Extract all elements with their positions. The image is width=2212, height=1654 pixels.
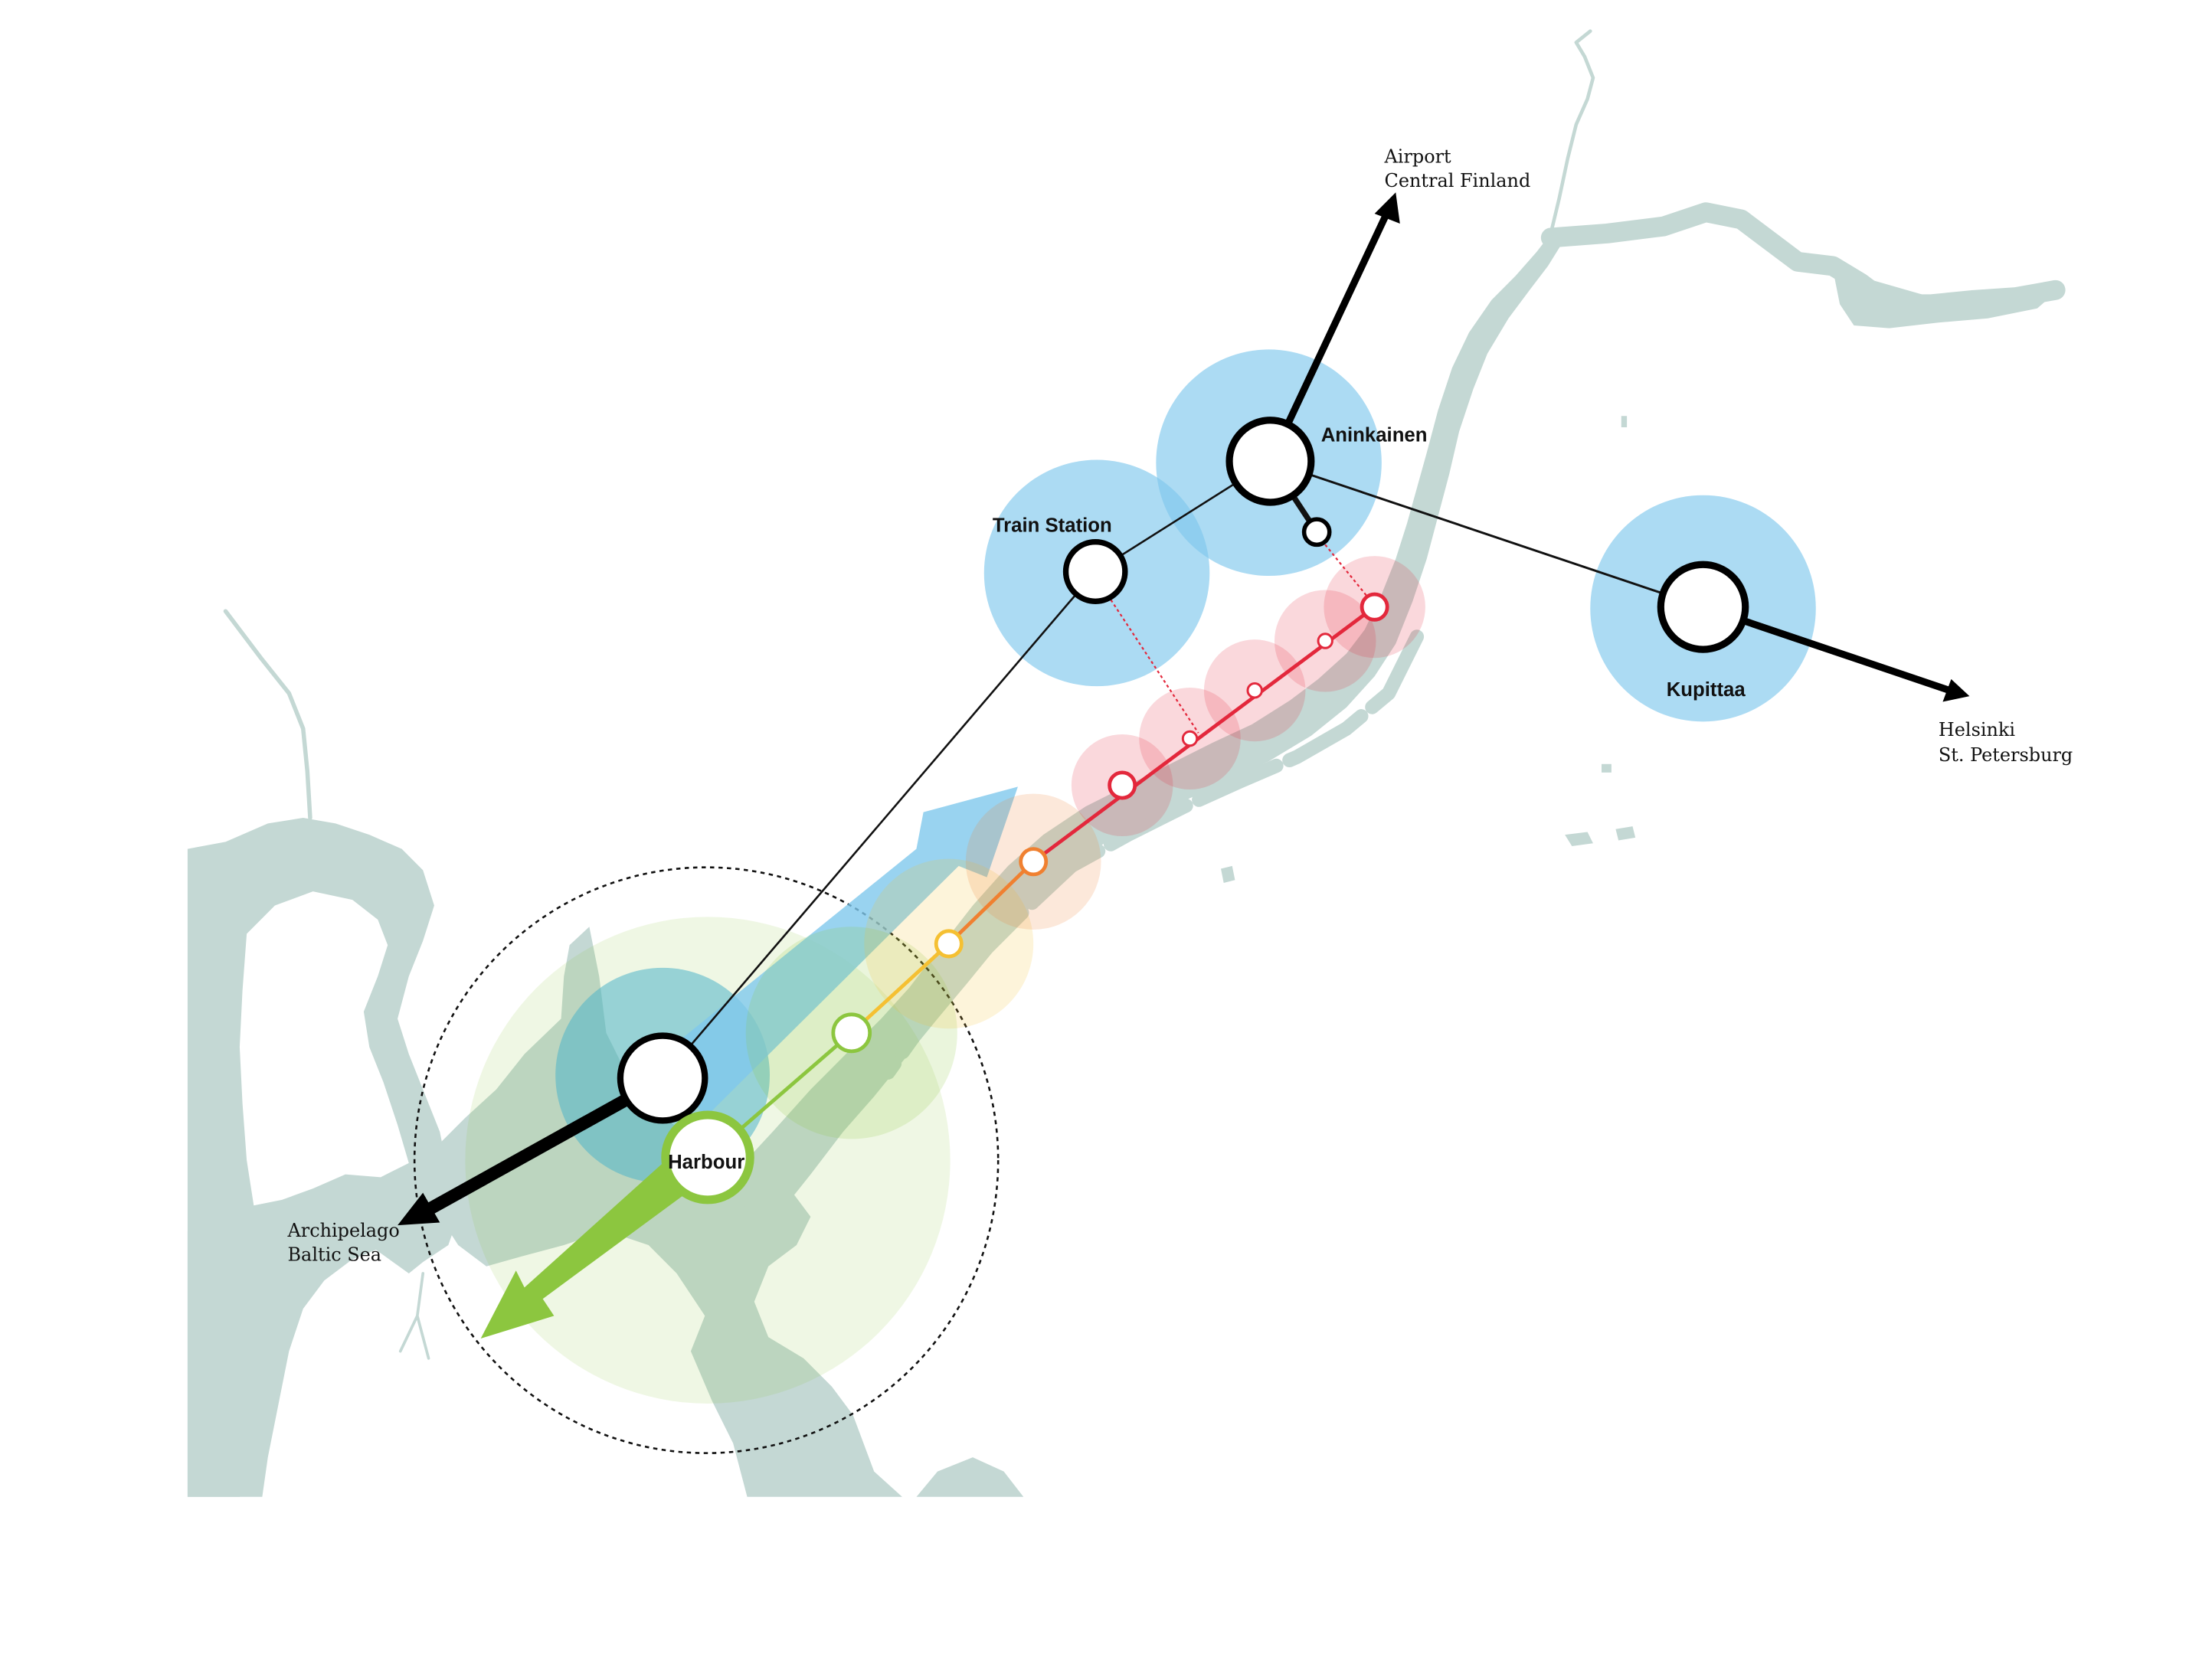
link-aninkainen-kupittaa	[1269, 459, 1703, 609]
airport-arrowhead	[1374, 192, 1400, 224]
feeder-aninkainen	[1324, 544, 1376, 606]
pond-3	[1221, 865, 1235, 883]
stop-yellow	[934, 929, 964, 959]
pond-4	[1601, 763, 1612, 773]
stream-sw	[398, 1272, 430, 1360]
pond-2	[1615, 826, 1636, 841]
harbour-label: Harbour	[668, 1152, 744, 1173]
hub-nodes	[617, 417, 1749, 1205]
sea-west-inner	[187, 1174, 409, 1497]
link-harbour-train-station	[662, 570, 1097, 1079]
harbour-node	[661, 1110, 754, 1205]
aninkainen-label: Aninkainen	[1321, 424, 1428, 446]
harbour-dashed-ring	[413, 866, 1000, 1454]
development-direction-arrow	[663, 786, 1018, 1118]
aninkainen-small-node	[1301, 517, 1332, 548]
harbour-ferry-arrow	[480, 1152, 697, 1339]
route-segment-yellow	[850, 942, 951, 1035]
bay-south	[916, 1457, 1024, 1497]
route-segment-red	[1032, 605, 1376, 864]
stop-green	[831, 1012, 872, 1054]
canal-segments	[881, 629, 1425, 1080]
kupittaa-node	[1657, 561, 1749, 653]
stop-red-3	[1246, 682, 1263, 699]
train-station-label: Train Station	[993, 515, 1112, 537]
pond-5	[1621, 416, 1628, 428]
helsinki-label-line1: Helsinki	[1939, 719, 2015, 740]
route-segment-orange	[947, 860, 1035, 946]
aninkainen-node	[1225, 417, 1315, 506]
airport-arrow-shaft	[1268, 211, 1391, 460]
train-station-node	[1062, 538, 1128, 604]
stop-red-4	[1317, 633, 1333, 649]
stream-north	[1549, 29, 1595, 236]
archipelago-label-line1: Archipelago	[286, 1220, 399, 1241]
feeder-lines	[1110, 544, 1376, 734]
airport-label-line2: Central Finland	[1385, 170, 1531, 191]
stop-red-1	[1108, 770, 1137, 800]
helsinki-arrowhead	[1942, 678, 1970, 702]
archipelago-arrowhead	[398, 1192, 440, 1226]
stop-red-2	[1181, 730, 1199, 747]
labels: Harbour Train Station Aninkainen Kupitta…	[286, 145, 2073, 1265]
river-east	[1540, 202, 2066, 315]
stream-west	[223, 609, 312, 820]
land-bay	[239, 891, 409, 1206]
harbour-main-node	[617, 1032, 708, 1124]
helsinki-label-line2: St. Petersburg	[1939, 744, 2073, 766]
water-layer	[187, 29, 2066, 1497]
kupittaa-label: Kupittaa	[1667, 679, 1746, 701]
pond-1	[1565, 832, 1593, 846]
harbour-basin	[423, 927, 903, 1497]
lake-east	[1832, 269, 2059, 329]
archipelago-arrow-shaft	[422, 1075, 663, 1217]
river-aura	[733, 233, 1562, 1231]
feeder-train-station	[1110, 599, 1199, 734]
route-stops	[831, 592, 1389, 1054]
archipelago-label-line2: Baltic Sea	[287, 1244, 381, 1265]
airport-label-line1: Airport	[1384, 145, 1451, 167]
stop-orange	[1019, 847, 1049, 877]
stop-red-5	[1360, 592, 1389, 622]
